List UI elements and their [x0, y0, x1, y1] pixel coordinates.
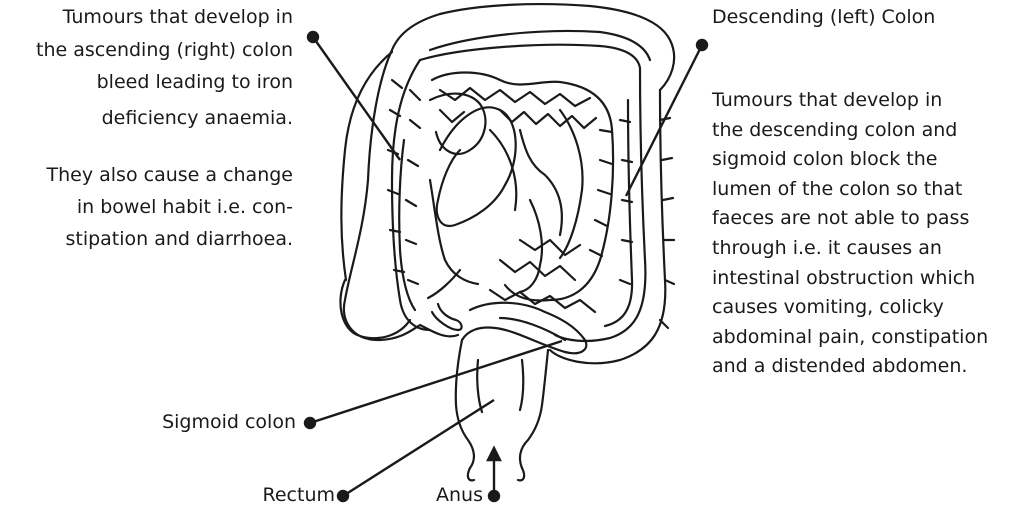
- annotation-line: faeces are not able to pass: [712, 204, 1027, 234]
- rectum-label: Rectum: [263, 482, 335, 508]
- descending-colon-description: Tumours that develop in the descending c…: [712, 86, 1027, 382]
- annotation-line: bleed leading to iron: [0, 69, 293, 95]
- sigmoid-colon: [462, 303, 586, 354]
- descending-colon-inner: [555, 68, 645, 341]
- ascending-colon-annotation: Tumours that develop in the ascending (r…: [0, 4, 293, 131]
- annotation-line: Tumours that develop in: [712, 86, 1027, 116]
- descending-colon-pointer-dot: [697, 40, 707, 50]
- annotation-line: in bowel habit i.e. con-: [0, 194, 293, 220]
- annotation-line: They also cause a change: [0, 162, 293, 188]
- annotation-line: the descending colon and: [712, 116, 1027, 146]
- caecum: [340, 280, 410, 338]
- ascending-colon-pointer-dot: [308, 32, 318, 42]
- annotation-line: stipation and diarrhoea.: [0, 226, 293, 252]
- descending-colon-pointer: [626, 45, 702, 196]
- annotation-line: Tumours that develop in: [0, 4, 293, 30]
- annotation-line: abdominal pain, constipation: [712, 323, 1027, 353]
- appendix: [432, 304, 462, 330]
- anus-pointer-dot: [489, 491, 499, 501]
- descending-colon-label: Descending (left) Colon: [712, 4, 935, 30]
- bowel-habit-annotation: They also cause a change in bowel habit …: [0, 162, 293, 252]
- anus-label: Anus: [436, 482, 483, 508]
- transverse-colon-inner-2: [420, 45, 640, 68]
- vessel-loop: [437, 107, 516, 226]
- rectum-pointer-dot: [338, 491, 348, 501]
- annotation-line: through i.e. it causes an: [712, 234, 1027, 264]
- annotation-line: sigmoid colon block the: [712, 145, 1027, 175]
- annotation-line: the ascending (right) colon: [0, 37, 293, 63]
- annotation-line: deficiency anaemia.: [0, 105, 293, 131]
- ascending-colon-inner-2: [399, 140, 415, 310]
- annotation-line: lumen of the colon so that: [712, 175, 1027, 205]
- annotation-line: causes vomiting, colicky: [712, 293, 1027, 323]
- anus-arrowhead: [488, 448, 500, 460]
- sigmoid-colon-pointer-dot: [305, 418, 315, 428]
- rectum: [456, 340, 474, 468]
- annotation-line: intestinal obstruction which: [712, 264, 1027, 294]
- annotation-line: and a distended abdomen.: [712, 352, 1027, 382]
- sigmoid-colon-label: Sigmoid colon: [162, 409, 296, 435]
